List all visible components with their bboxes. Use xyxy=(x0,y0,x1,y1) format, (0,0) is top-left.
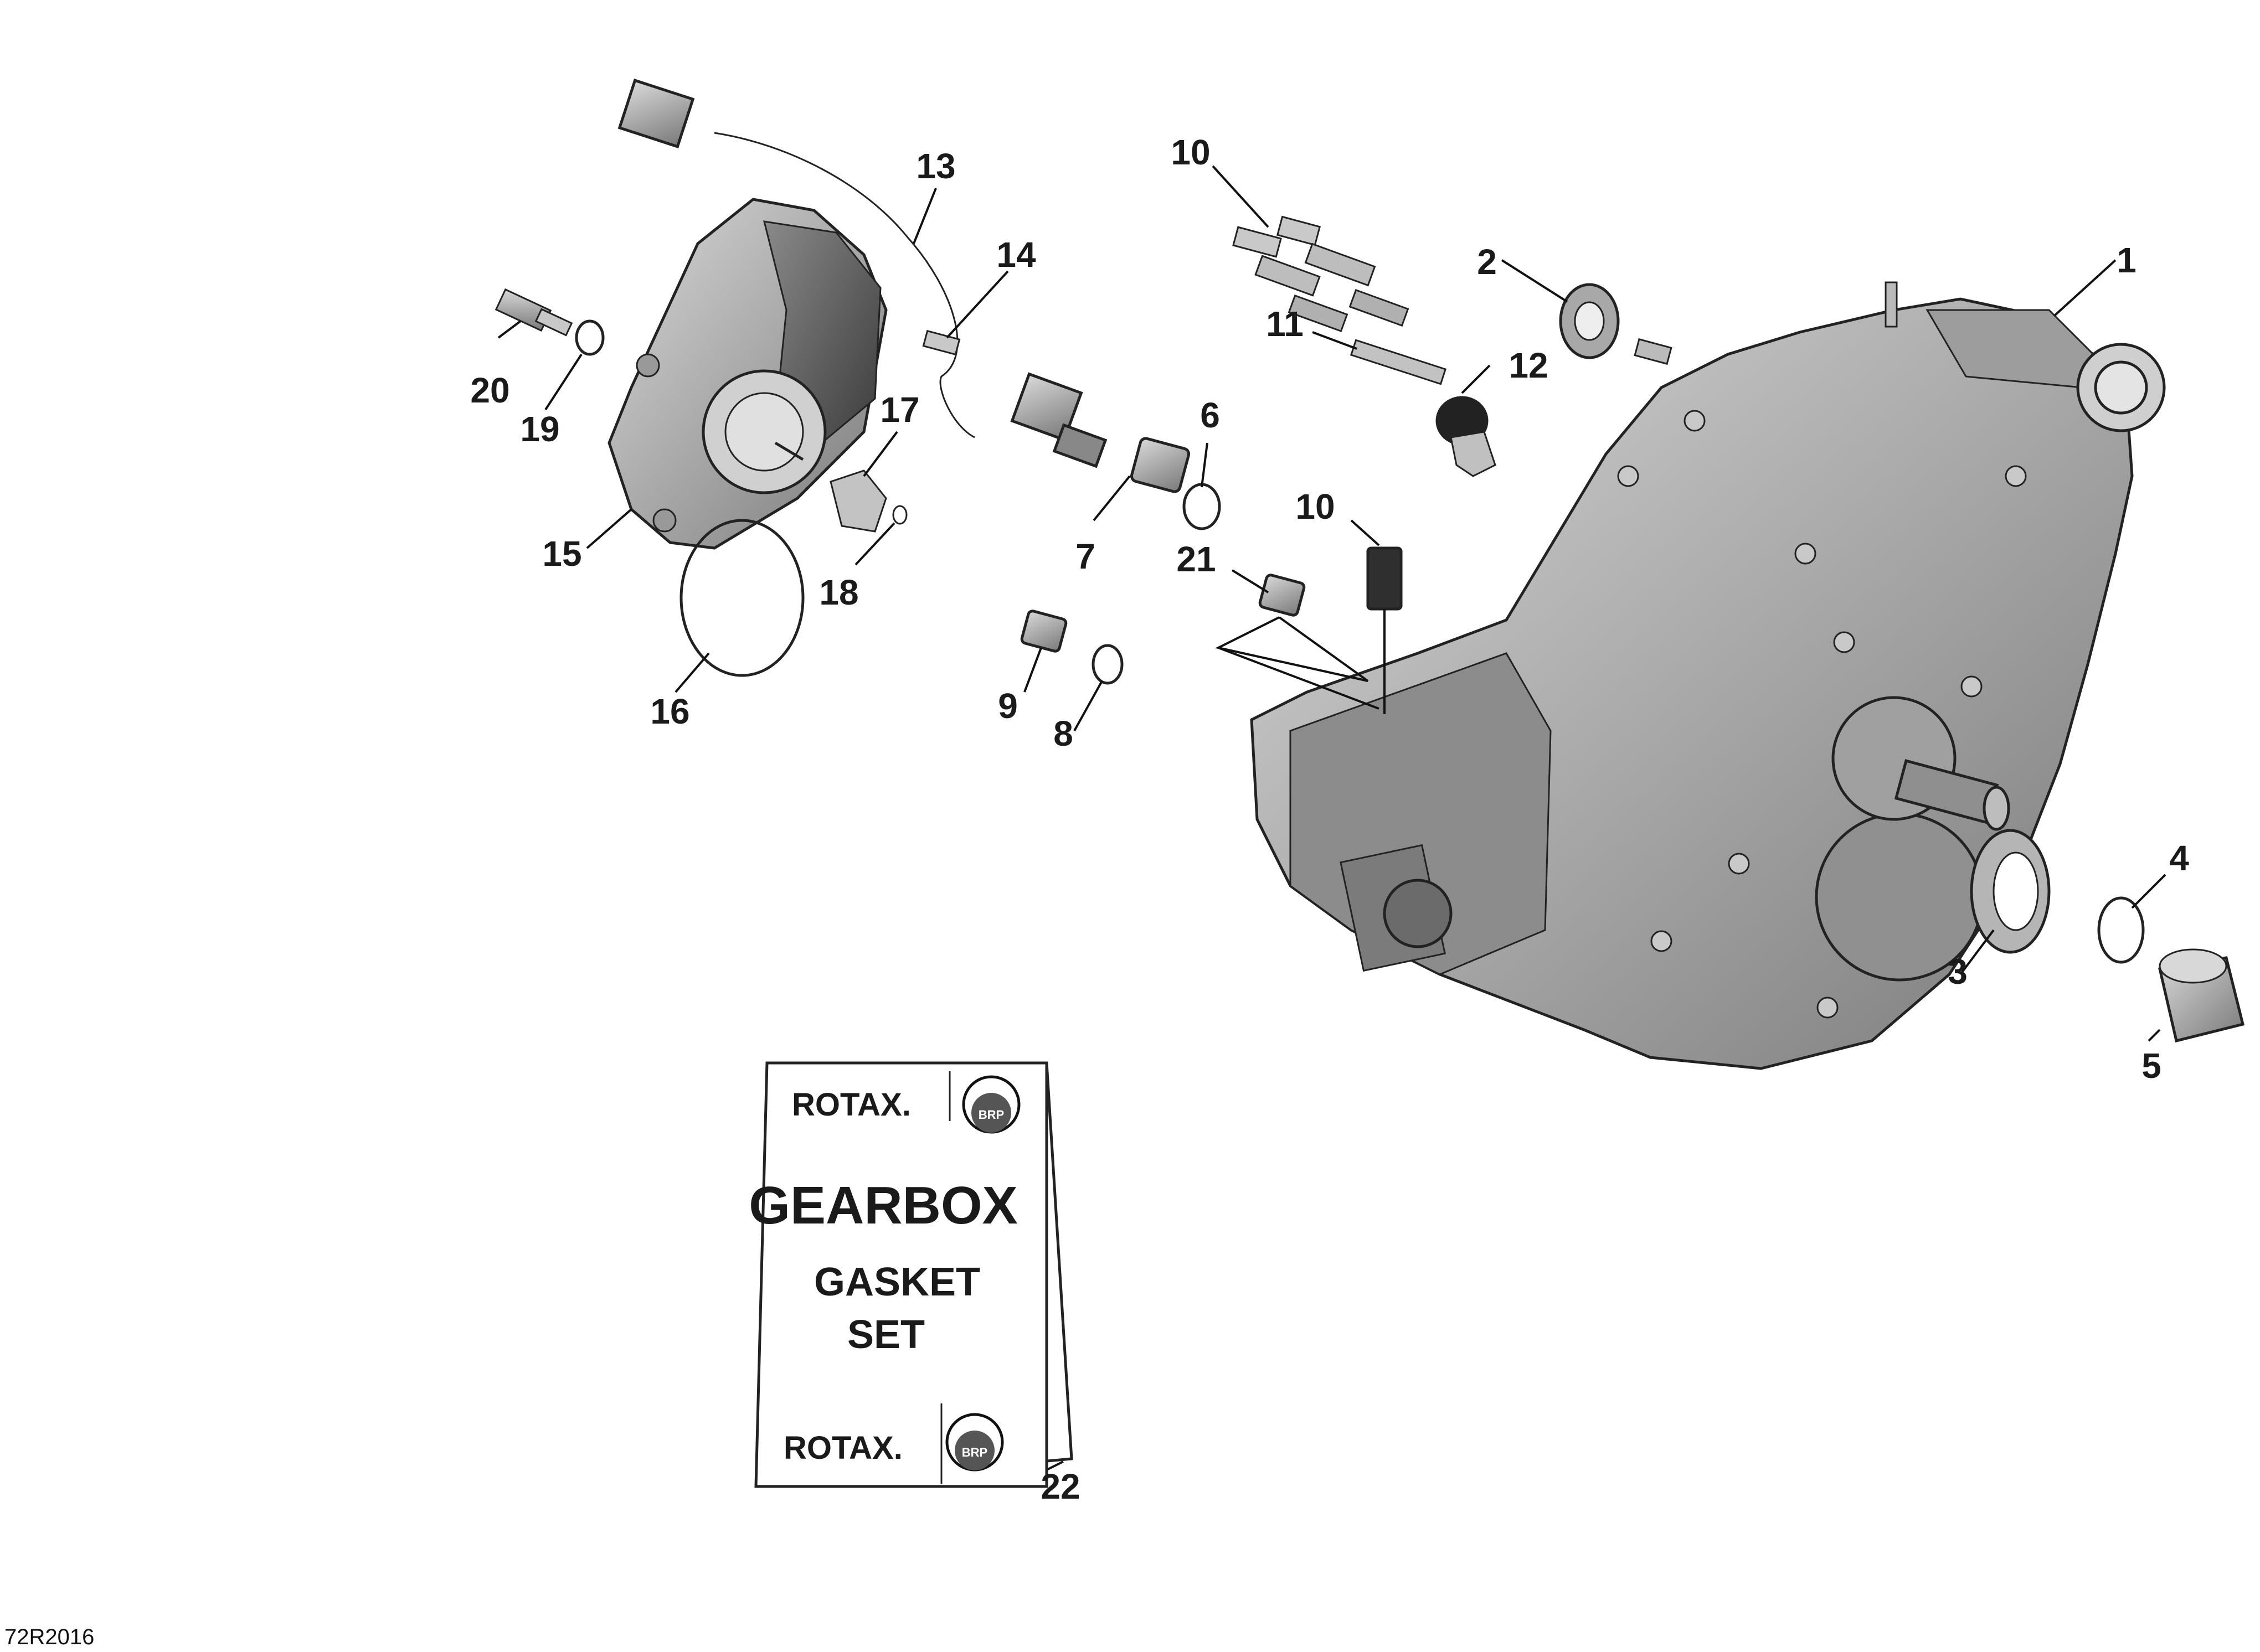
callout-1: 1 xyxy=(2117,240,2137,280)
callout-14: 14 xyxy=(996,235,1036,275)
sleeve-5 xyxy=(2158,948,2245,1043)
gearbox-housing xyxy=(1250,281,2166,1070)
seal-3 xyxy=(1970,829,2051,954)
callout-8: 8 xyxy=(1053,714,1073,753)
callout-17: 17 xyxy=(880,390,919,430)
clip-18 xyxy=(892,505,908,525)
callout-10-lower: 10 xyxy=(1295,487,1335,526)
gasket-set-kit: ROTAX. BRP GEARBOX GASKET SET ROTAX. BRP xyxy=(749,1061,1073,1488)
speed-sensor xyxy=(1010,372,1108,468)
callout-2: 2 xyxy=(1477,242,1497,282)
kit-title: GEARBOX xyxy=(749,1176,1017,1235)
o-ring-4 xyxy=(2097,896,2145,964)
bolt-14 xyxy=(922,329,961,356)
washer-19 xyxy=(575,319,605,356)
callouts: 1 2 3 4 5 6 7 8 9 10 10 11 12 13 14 15 1… xyxy=(470,132,2189,1506)
callout-20: 20 xyxy=(470,370,509,410)
plug-10 xyxy=(1366,546,1403,611)
gasket-6 xyxy=(1182,483,1221,530)
plug-9 xyxy=(1020,610,1068,653)
callout-4: 4 xyxy=(2169,838,2189,878)
brp-logo-top: BRP xyxy=(962,1075,1021,1134)
svg-text:BRP: BRP xyxy=(962,1446,987,1459)
callout-15: 15 xyxy=(542,534,581,574)
callout-16: 16 xyxy=(650,691,689,731)
kit-line1: GASKET xyxy=(814,1260,980,1304)
callout-12: 12 xyxy=(1509,345,1548,385)
bolt-20 xyxy=(495,288,573,337)
svg-text:BRP: BRP xyxy=(979,1108,1004,1122)
callout-6: 6 xyxy=(1200,395,1220,435)
bolt-11 xyxy=(1350,339,1447,385)
plug-21 xyxy=(1258,574,1306,617)
output-shaft xyxy=(1894,759,2010,831)
callout-5: 5 xyxy=(2141,1046,2161,1086)
callout-10-top: 10 xyxy=(1171,132,1210,172)
reference-code: 72R2016 xyxy=(4,1625,94,1649)
callout-7: 7 xyxy=(1075,536,1095,576)
fittings-10 xyxy=(1232,215,1409,333)
callout-19: 19 xyxy=(520,409,559,449)
kit-line2: SET xyxy=(847,1313,925,1357)
callout-3: 3 xyxy=(1948,952,1968,992)
plug-7 xyxy=(1130,437,1191,493)
seal-2 xyxy=(1559,283,1620,359)
o-ring-16 xyxy=(679,519,805,677)
kit-brand-bottom: ROTAX. xyxy=(784,1430,903,1466)
callout-21: 21 xyxy=(1176,539,1216,579)
callout-13: 13 xyxy=(916,146,955,186)
brp-logo-bottom: BRP xyxy=(945,1413,1004,1472)
callout-9: 9 xyxy=(998,686,1018,726)
callout-11: 11 xyxy=(1266,304,1304,344)
housing-bolts xyxy=(1617,410,2027,1019)
bracket-17 xyxy=(830,469,887,533)
gasket-8 xyxy=(1092,644,1124,685)
clamp-12 xyxy=(1435,396,1496,477)
wiring-harness xyxy=(617,79,975,438)
callout-18: 18 xyxy=(819,572,858,612)
leader-lines xyxy=(497,165,2166,1474)
kit-brand-top: ROTAX. xyxy=(792,1087,911,1123)
callout-22: 22 xyxy=(1041,1467,1080,1506)
